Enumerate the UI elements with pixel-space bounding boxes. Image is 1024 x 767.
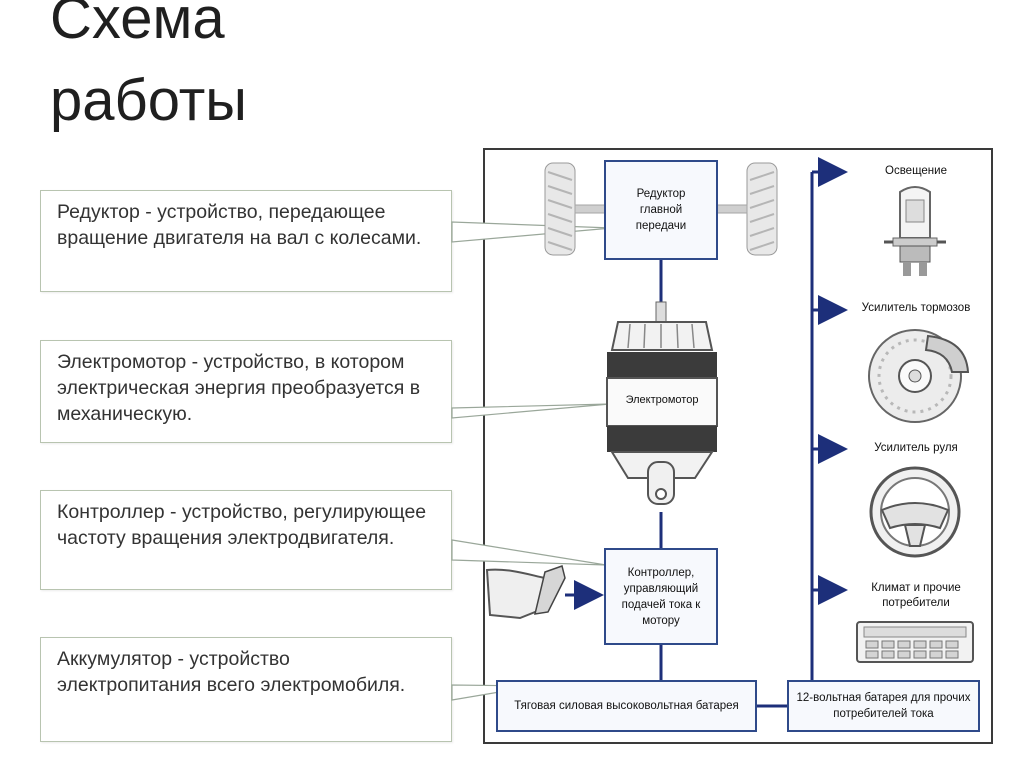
title-line-1: Схема	[50, 0, 225, 51]
lv-battery-block: 12-вольтная батарея для прочих потребите…	[787, 680, 980, 732]
callout-controller-text: Контроллер - устройство, регулирующее ча…	[57, 501, 427, 549]
callout-reducer: Редуктор - устройство, передающее вращен…	[40, 190, 452, 292]
consumer-brakes-label: Усилитель тормозов	[861, 302, 971, 314]
steering-wheel-icon	[869, 466, 961, 558]
title-line-2: работы	[50, 68, 247, 133]
hv-battery-label: Тяговая силовая высоковольтная батарея	[514, 700, 739, 712]
pedal-icon	[485, 565, 566, 620]
callout-motor-text: Электромотор - устройство, в котором эле…	[57, 351, 421, 425]
callout-motor: Электромотор - устройство, в котором эле…	[40, 340, 452, 443]
callout-controller: Контроллер - устройство, регулирующее ча…	[40, 490, 452, 590]
reducer-label: Редуктор главной передачи	[635, 188, 687, 232]
consumer-steering-label: Усилитель руля	[874, 442, 958, 454]
motor-label: Электромотор	[625, 394, 699, 406]
hv-battery-block: Тяговая силовая высоковольтная батарея	[496, 680, 757, 732]
page-title: Схема работы	[50, 0, 247, 142]
controller-label: Контроллер, управляющий подачей тока к м…	[621, 566, 701, 627]
callout-pointers	[451, 221, 613, 701]
headlight-bulb-icon	[884, 186, 946, 276]
motor-icon	[606, 301, 718, 505]
callout-reducer-text: Редуктор - устройство, передающее вращен…	[57, 201, 422, 249]
consumer-climate-label: Климат и прочие потребители	[871, 582, 961, 609]
consumer-lighting-label: Освещение	[885, 165, 947, 177]
callout-battery-text: Аккумулятор - устройство электропитания …	[57, 648, 406, 696]
reducer-block: Редуктор главной передачи	[604, 160, 718, 260]
callout-battery: Аккумулятор - устройство электропитания …	[40, 637, 452, 742]
wheel-left-icon	[544, 162, 576, 256]
lv-battery-label: 12-вольтная батарея для прочих потребите…	[796, 692, 971, 720]
controller-block: Контроллер, управляющий подачей тока к м…	[604, 548, 718, 645]
climate-panel-icon	[856, 621, 974, 663]
pointer-motor	[451, 403, 611, 419]
wheel-right-icon	[746, 162, 778, 256]
pointer-controller	[451, 539, 607, 566]
brake-disc-icon	[868, 329, 970, 423]
pointer-reducer	[451, 221, 613, 243]
